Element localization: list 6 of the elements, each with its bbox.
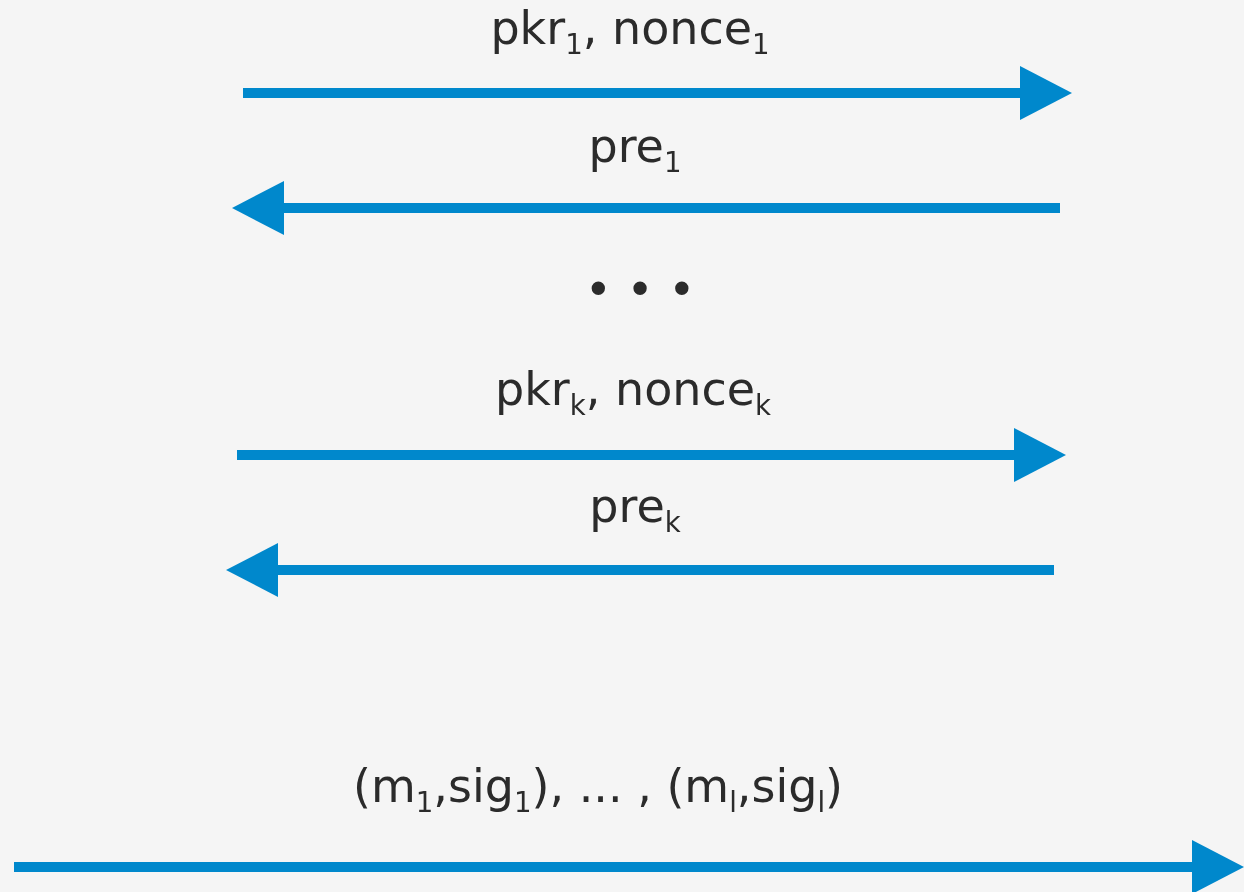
message-label: pkr$_{1}$, nonce$_{1}$ — [490, 5, 770, 59]
message-label: pre$_{1}$ — [588, 123, 682, 177]
ellipsis-text: • • • — [584, 267, 696, 313]
message-label: (m$_{1}$,sig$_{1}$), ... , (m$_{l}$,sig$_{l}$) — [353, 763, 843, 817]
message-label: pkr$_{k}$, nonce$_{k}$ — [495, 366, 771, 420]
message-label: pre$_{k}$ — [589, 483, 681, 537]
